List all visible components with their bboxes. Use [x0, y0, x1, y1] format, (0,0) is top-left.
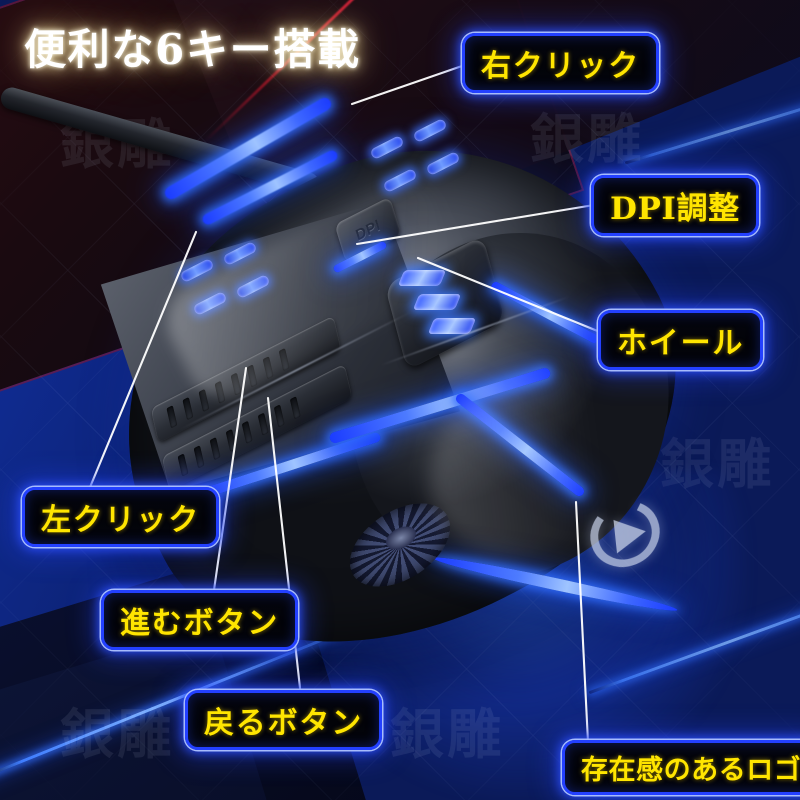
page-title: 便利な6キー搭載	[24, 25, 361, 74]
callout-dpi-adjust[interactable]: DPI調整	[591, 175, 759, 236]
play-circle-logo	[583, 491, 667, 577]
callout-forward-button[interactable]: 進むボタン	[101, 590, 298, 650]
callout-label: 存在感のあるロゴ	[581, 755, 800, 786]
callout-label: 進むボタン	[120, 606, 279, 641]
callout-right-click[interactable]: 右クリック	[462, 33, 659, 93]
callout-wheel[interactable]: ホイール	[598, 310, 764, 370]
callout-label: 右クリック	[481, 49, 640, 84]
callout-label: 左クリック	[41, 503, 200, 538]
callout-left-click[interactable]: 左クリック	[22, 487, 219, 547]
right-button-led-vent	[412, 117, 448, 144]
callout-back-button[interactable]: 戻るボタン	[185, 690, 382, 750]
callout-label: DPI調整	[610, 191, 740, 227]
callout-logo[interactable]: 存在感のあるロゴ	[562, 740, 800, 795]
callout-label: 戻るボタン	[204, 706, 363, 741]
callout-label: ホイール	[617, 326, 745, 361]
